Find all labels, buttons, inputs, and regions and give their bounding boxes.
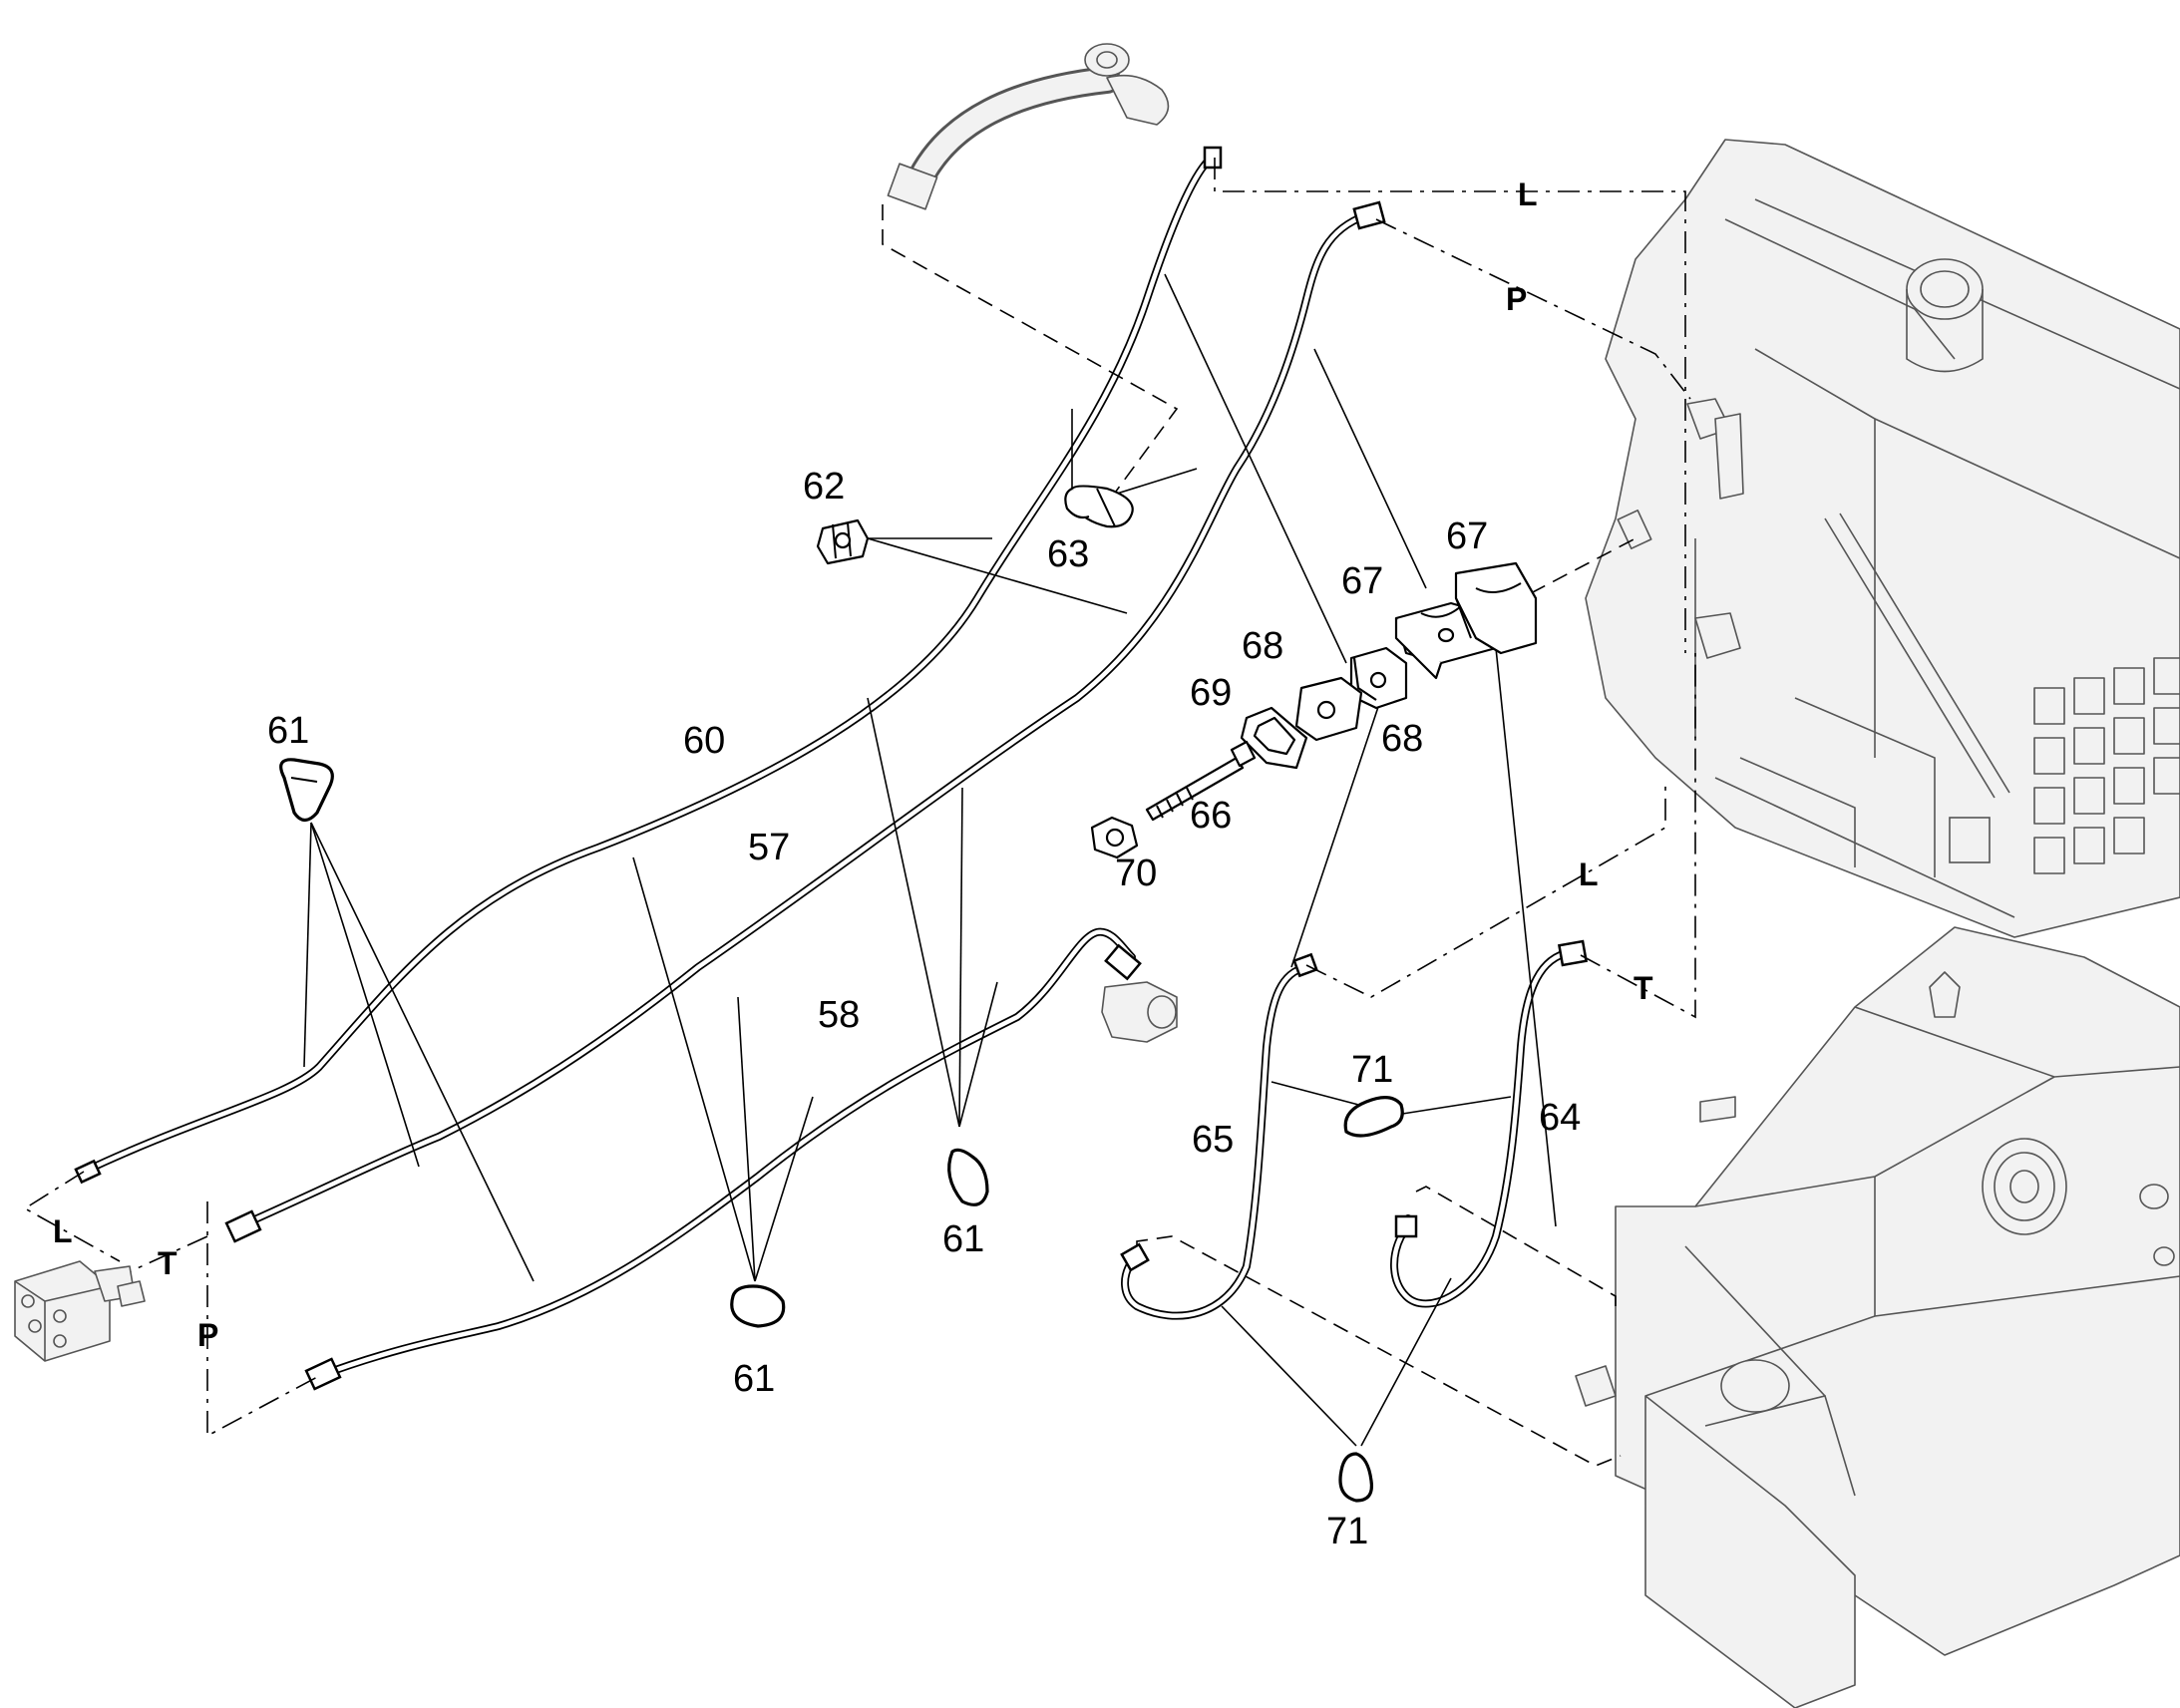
port-label-P-top: P bbox=[1506, 281, 1527, 317]
hose-58-end-fitting bbox=[1101, 981, 1178, 1043]
hose-60 bbox=[74, 146, 1223, 1185]
upper-machine-housing bbox=[1585, 139, 2180, 938]
cable-tie-61-c bbox=[947, 1148, 989, 1206]
bolt-66 bbox=[1145, 740, 1257, 822]
label-61-bottom: 61 bbox=[733, 1358, 775, 1400]
label-63: 63 bbox=[1047, 533, 1089, 575]
clamp-62 bbox=[816, 518, 870, 565]
label-57: 57 bbox=[748, 827, 790, 868]
valve-block bbox=[14, 1260, 146, 1362]
label-66: 66 bbox=[1190, 795, 1232, 837]
port-label-L-left: L bbox=[53, 1213, 73, 1249]
suction-hose-elbow bbox=[887, 43, 1170, 210]
label-62: 62 bbox=[803, 466, 845, 508]
cable-tie-71-a bbox=[1343, 1096, 1404, 1138]
port-label-T-left: T bbox=[158, 1245, 178, 1281]
hose-57 bbox=[224, 200, 1386, 1243]
label-71-bottom: 71 bbox=[1326, 1511, 1368, 1552]
label-58: 58 bbox=[818, 994, 860, 1036]
label-65: 65 bbox=[1192, 1119, 1234, 1161]
lower-machine-housing bbox=[1575, 926, 2180, 1708]
label-60: 60 bbox=[683, 720, 725, 762]
label-69: 69 bbox=[1190, 672, 1232, 714]
part-number-labels: 62 63 61 60 57 58 61 61 67 67 68 68 69 6… bbox=[267, 466, 1581, 1552]
vent-grille bbox=[2033, 657, 2180, 874]
cable-tie-71-b bbox=[1338, 1452, 1374, 1503]
label-68-top: 68 bbox=[1242, 625, 1283, 667]
port-letter-labels: L P L T L T P bbox=[53, 176, 1653, 1353]
clamp-63 bbox=[1064, 485, 1134, 528]
port-label-L-right: L bbox=[1579, 856, 1599, 892]
label-64: 64 bbox=[1539, 1097, 1581, 1139]
port-label-T-right: T bbox=[1634, 970, 1653, 1006]
hose-65 bbox=[1120, 952, 1318, 1320]
hose-64 bbox=[1390, 939, 1589, 1308]
label-67-left: 67 bbox=[1341, 560, 1383, 602]
clamp-68-b bbox=[1294, 676, 1363, 742]
port-label-L-top: L bbox=[1518, 176, 1538, 212]
label-61-left: 61 bbox=[267, 710, 309, 752]
port-label-P-left: P bbox=[197, 1317, 218, 1353]
plate-69 bbox=[1240, 706, 1308, 770]
clamp-half-67-right bbox=[1454, 561, 1538, 655]
nut-70 bbox=[1090, 816, 1139, 859]
label-68-bottom: 68 bbox=[1381, 718, 1423, 760]
cable-tie-61-b bbox=[730, 1284, 786, 1328]
label-67-right: 67 bbox=[1446, 515, 1488, 557]
cable-tie-61-a bbox=[279, 758, 334, 823]
label-70: 70 bbox=[1115, 853, 1157, 894]
leader-lines bbox=[303, 273, 1557, 1447]
port-connection-lines bbox=[23, 158, 1696, 1467]
label-71-middle: 71 bbox=[1351, 1049, 1393, 1091]
hose-58 bbox=[304, 927, 1178, 1391]
label-61-right: 61 bbox=[942, 1218, 984, 1260]
